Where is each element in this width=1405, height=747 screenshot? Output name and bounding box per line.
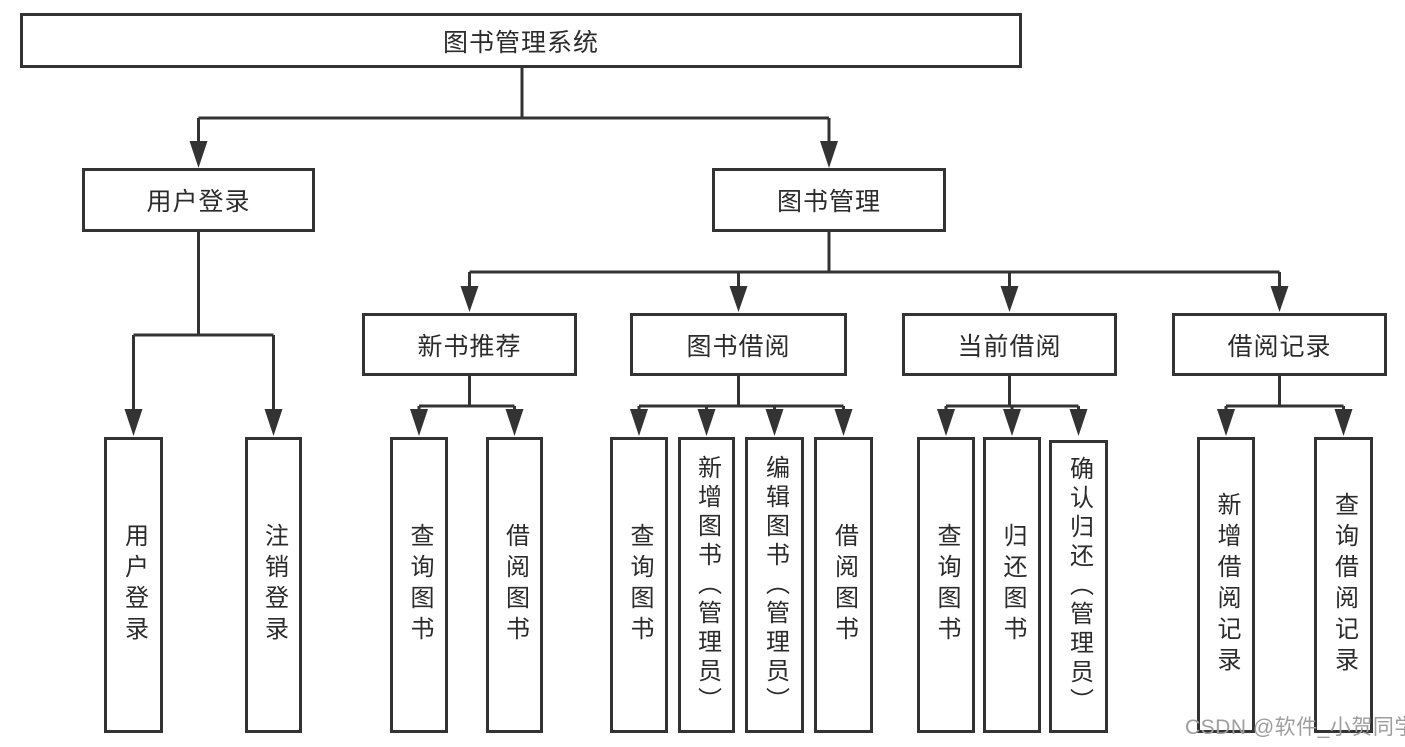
node-cb-query-book: 查询图书: [917, 437, 975, 733]
node-book-management: 图书管理: [712, 168, 946, 232]
node-br-query-record-label: 查询借阅记录: [1330, 492, 1358, 678]
node-br-add-record: 新增借阅记录: [1197, 437, 1255, 733]
node-user-login: 用户登录: [82, 168, 315, 232]
node-cb-confirm-return: 确认归还（管理员）: [1049, 440, 1108, 733]
node-cb-query-book-label: 查询图书: [933, 523, 960, 647]
node-bb-add-book: 新增图书（管理员）: [678, 437, 735, 733]
node-br-add-record-label: 新增借阅记录: [1213, 492, 1240, 678]
node-rec-borrow-book: 借阅图书: [486, 437, 543, 733]
node-cb-return-book: 归还图书: [983, 437, 1041, 733]
node-rec-query-book: 查询图书: [390, 437, 448, 733]
node-rec-query-book-label: 查询图书: [406, 523, 433, 647]
node-br-query-record: 查询借阅记录: [1314, 437, 1373, 733]
node-new-book-recommend-label: 新书推荐: [417, 332, 522, 361]
node-book-borrow: 图书借阅: [630, 313, 847, 376]
node-book-borrow-label: 图书借阅: [686, 332, 791, 361]
node-user-login-label: 用户登录: [146, 188, 251, 216]
arrowheads: [124, 141, 1353, 436]
node-current-borrow: 当前借阅: [902, 313, 1117, 376]
node-leaf-user-login-label: 用户登录: [120, 523, 148, 647]
node-borrow-record: 借阅记录: [1172, 313, 1387, 376]
node-bb-borrow-book-label: 借阅图书: [830, 523, 858, 647]
node-bb-query-book: 查询图书: [610, 437, 668, 733]
node-leaf-logout: 注销登录: [245, 437, 302, 733]
node-root: 图书管理系统: [20, 13, 1022, 68]
node-bb-edit-book-label: 编辑图书（管理员）: [761, 454, 789, 716]
node-bb-edit-book: 编辑图书（管理员）: [745, 437, 804, 733]
node-leaf-logout-label: 注销登录: [260, 523, 288, 647]
node-current-borrow-label: 当前借阅: [957, 332, 1062, 361]
node-borrow-record-label: 借阅记录: [1227, 332, 1332, 361]
node-bb-borrow-book: 借阅图书: [814, 437, 873, 733]
csdn-watermark: CSDN @软件_小贺同学: [1185, 716, 1405, 739]
node-root-label: 图书管理系统: [442, 28, 599, 57]
node-cb-confirm-return-label: 确认归还（管理员）: [1065, 456, 1093, 717]
node-rec-borrow-book-label: 借阅图书: [501, 523, 529, 647]
node-cb-return-book-label: 归还图书: [999, 523, 1026, 647]
node-new-book-recommend: 新书推荐: [362, 313, 577, 376]
node-bb-query-book-label: 查询图书: [626, 523, 653, 647]
node-leaf-user-login: 用户登录: [104, 437, 163, 733]
node-bb-add-book-label: 新增图书（管理员）: [693, 454, 721, 716]
node-book-management-label: 图书管理: [776, 188, 881, 216]
